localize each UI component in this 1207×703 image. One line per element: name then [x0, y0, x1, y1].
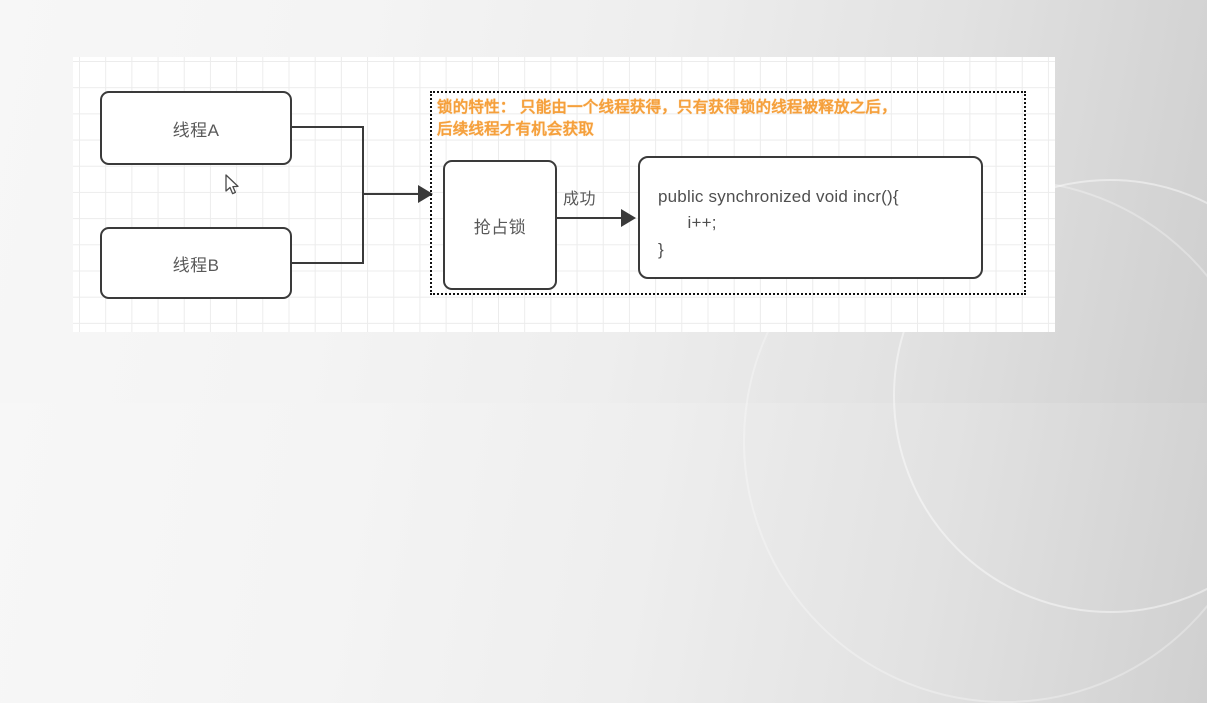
- code-block-text: public synchronized void incr(){ i++; }: [658, 187, 899, 259]
- connector-merge-horizontal: [362, 193, 430, 196]
- group-box-lock-region: [430, 91, 1026, 295]
- node-thread-b-label: 线程B: [172, 255, 220, 275]
- node-thread-a-label: 线程A: [172, 120, 220, 140]
- edge-label-success: 成功: [563, 191, 597, 208]
- connector-thread-b-line: [292, 262, 364, 265]
- connector-success-line: [557, 217, 624, 220]
- diagram-canvas[interactable]: 线程A 线程B 锁的特性： 只能由一个线程获得，只有获得锁的线程被释放之后， 后…: [73, 57, 1055, 332]
- note-line-2: 后续线程才有机会获取: [437, 121, 595, 138]
- node-acquire-lock[interactable]: 抢占锁: [443, 160, 557, 290]
- arrowhead-icon-merge: [418, 185, 433, 203]
- note-lock-characteristics: 锁的特性： 只能由一个线程获得，只有获得锁的线程被释放之后， 后续线程才有机会获…: [437, 97, 1027, 141]
- node-thread-a[interactable]: 线程A: [100, 91, 292, 165]
- note-line-1: 锁的特性： 只能由一个线程获得，只有获得锁的线程被释放之后，: [437, 99, 897, 116]
- node-acquire-lock-label: 抢占锁: [473, 217, 527, 237]
- connector-thread-a-line: [292, 126, 364, 129]
- node-thread-b[interactable]: 线程B: [100, 227, 292, 299]
- node-code-block[interactable]: public synchronized void incr(){ i++; }: [638, 156, 983, 279]
- arrowhead-icon-success: [621, 209, 636, 227]
